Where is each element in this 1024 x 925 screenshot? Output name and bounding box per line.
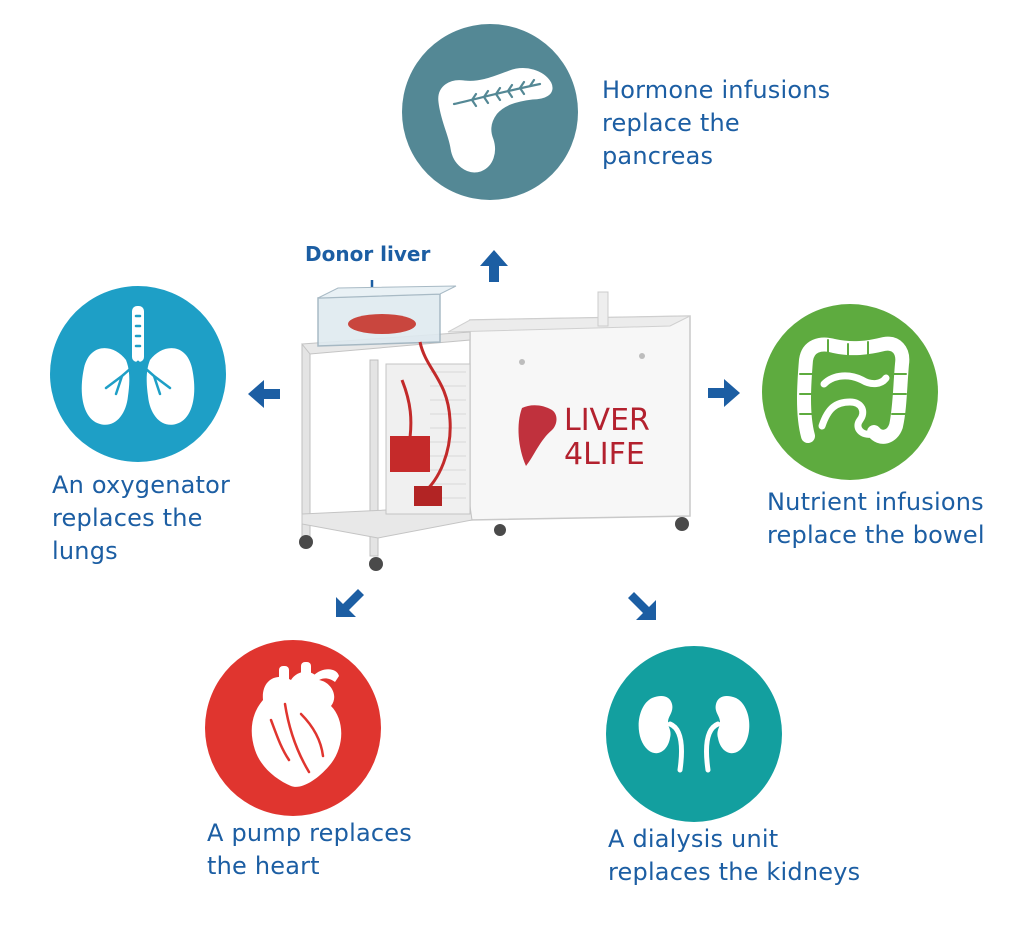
lungs-caption: An oxygenator replaces the lungs bbox=[52, 469, 230, 568]
arrow-right-icon bbox=[704, 373, 744, 413]
wheel bbox=[494, 524, 506, 536]
arrow-left-icon bbox=[244, 374, 284, 414]
heart-caption: A pump replaces the heart bbox=[207, 817, 412, 883]
bowel-caption-line-1: Nutrient infusions bbox=[767, 488, 984, 516]
wheel bbox=[675, 517, 689, 531]
oxygenator-unit bbox=[390, 436, 430, 472]
arrow-down-right-icon bbox=[622, 586, 662, 626]
bowel-caption-line-2: replace the bowel bbox=[767, 521, 985, 549]
cabinet-latch bbox=[519, 359, 525, 365]
bowel-icon bbox=[797, 336, 910, 444]
liver-logo-icon bbox=[518, 405, 557, 466]
liver4life-machine: LIVER 4LIFE bbox=[299, 280, 691, 571]
donor-liver-label: Donor liver bbox=[305, 242, 430, 266]
kidneys-icon bbox=[638, 696, 750, 773]
donor-box-lid bbox=[317, 285, 457, 299]
pancreas-caption-line-3: pancreas bbox=[602, 142, 714, 170]
wheel bbox=[369, 557, 383, 571]
heart-caption-line-1: A pump replaces bbox=[207, 819, 412, 847]
donor-liver-text: Donor liver bbox=[305, 242, 431, 266]
arrow-down-left-icon bbox=[330, 583, 370, 623]
brand-line-1: LIVER bbox=[564, 403, 650, 438]
pump-unit bbox=[414, 486, 442, 506]
arrow-up-icon bbox=[474, 246, 514, 286]
donor-liver-organ bbox=[348, 314, 416, 334]
heart-icon bbox=[251, 662, 342, 787]
pancreas-caption: Hormone infusions replace the pancreas bbox=[602, 74, 830, 173]
lungs-circle bbox=[50, 286, 226, 462]
lungs-caption-line-1: An oxygenator bbox=[52, 471, 231, 499]
cabinet-pole bbox=[597, 291, 609, 327]
pancreas-icon bbox=[438, 68, 553, 173]
cabinet-latch bbox=[639, 353, 645, 359]
bowel-circle bbox=[762, 304, 938, 480]
kidneys-caption: A dialysis unit replaces the kidneys bbox=[608, 823, 860, 889]
frame-post bbox=[301, 343, 311, 541]
lungs-caption-line-3: lungs bbox=[52, 537, 118, 565]
bowel-caption: Nutrient infusions replace the bowel bbox=[767, 486, 985, 552]
brand-line-2: 4LIFE bbox=[564, 437, 645, 472]
frame-post bbox=[369, 359, 379, 557]
pancreas-caption-line-2: replace the bbox=[602, 109, 740, 137]
kidneys-caption-line-2: replaces the kidneys bbox=[608, 858, 861, 886]
pancreas-caption-line-1: Hormone infusions bbox=[602, 76, 831, 104]
heart-caption-line-2: the heart bbox=[207, 852, 320, 880]
heart-circle bbox=[205, 640, 381, 816]
lungs-icon bbox=[81, 306, 195, 425]
lungs-caption-line-2: replaces the bbox=[52, 504, 203, 532]
wheel bbox=[299, 535, 313, 549]
kidneys-circle bbox=[606, 646, 782, 822]
kidneys-caption-line-1: A dialysis unit bbox=[608, 825, 779, 853]
pancreas-circle bbox=[402, 24, 578, 200]
cabinet-top bbox=[447, 315, 691, 333]
